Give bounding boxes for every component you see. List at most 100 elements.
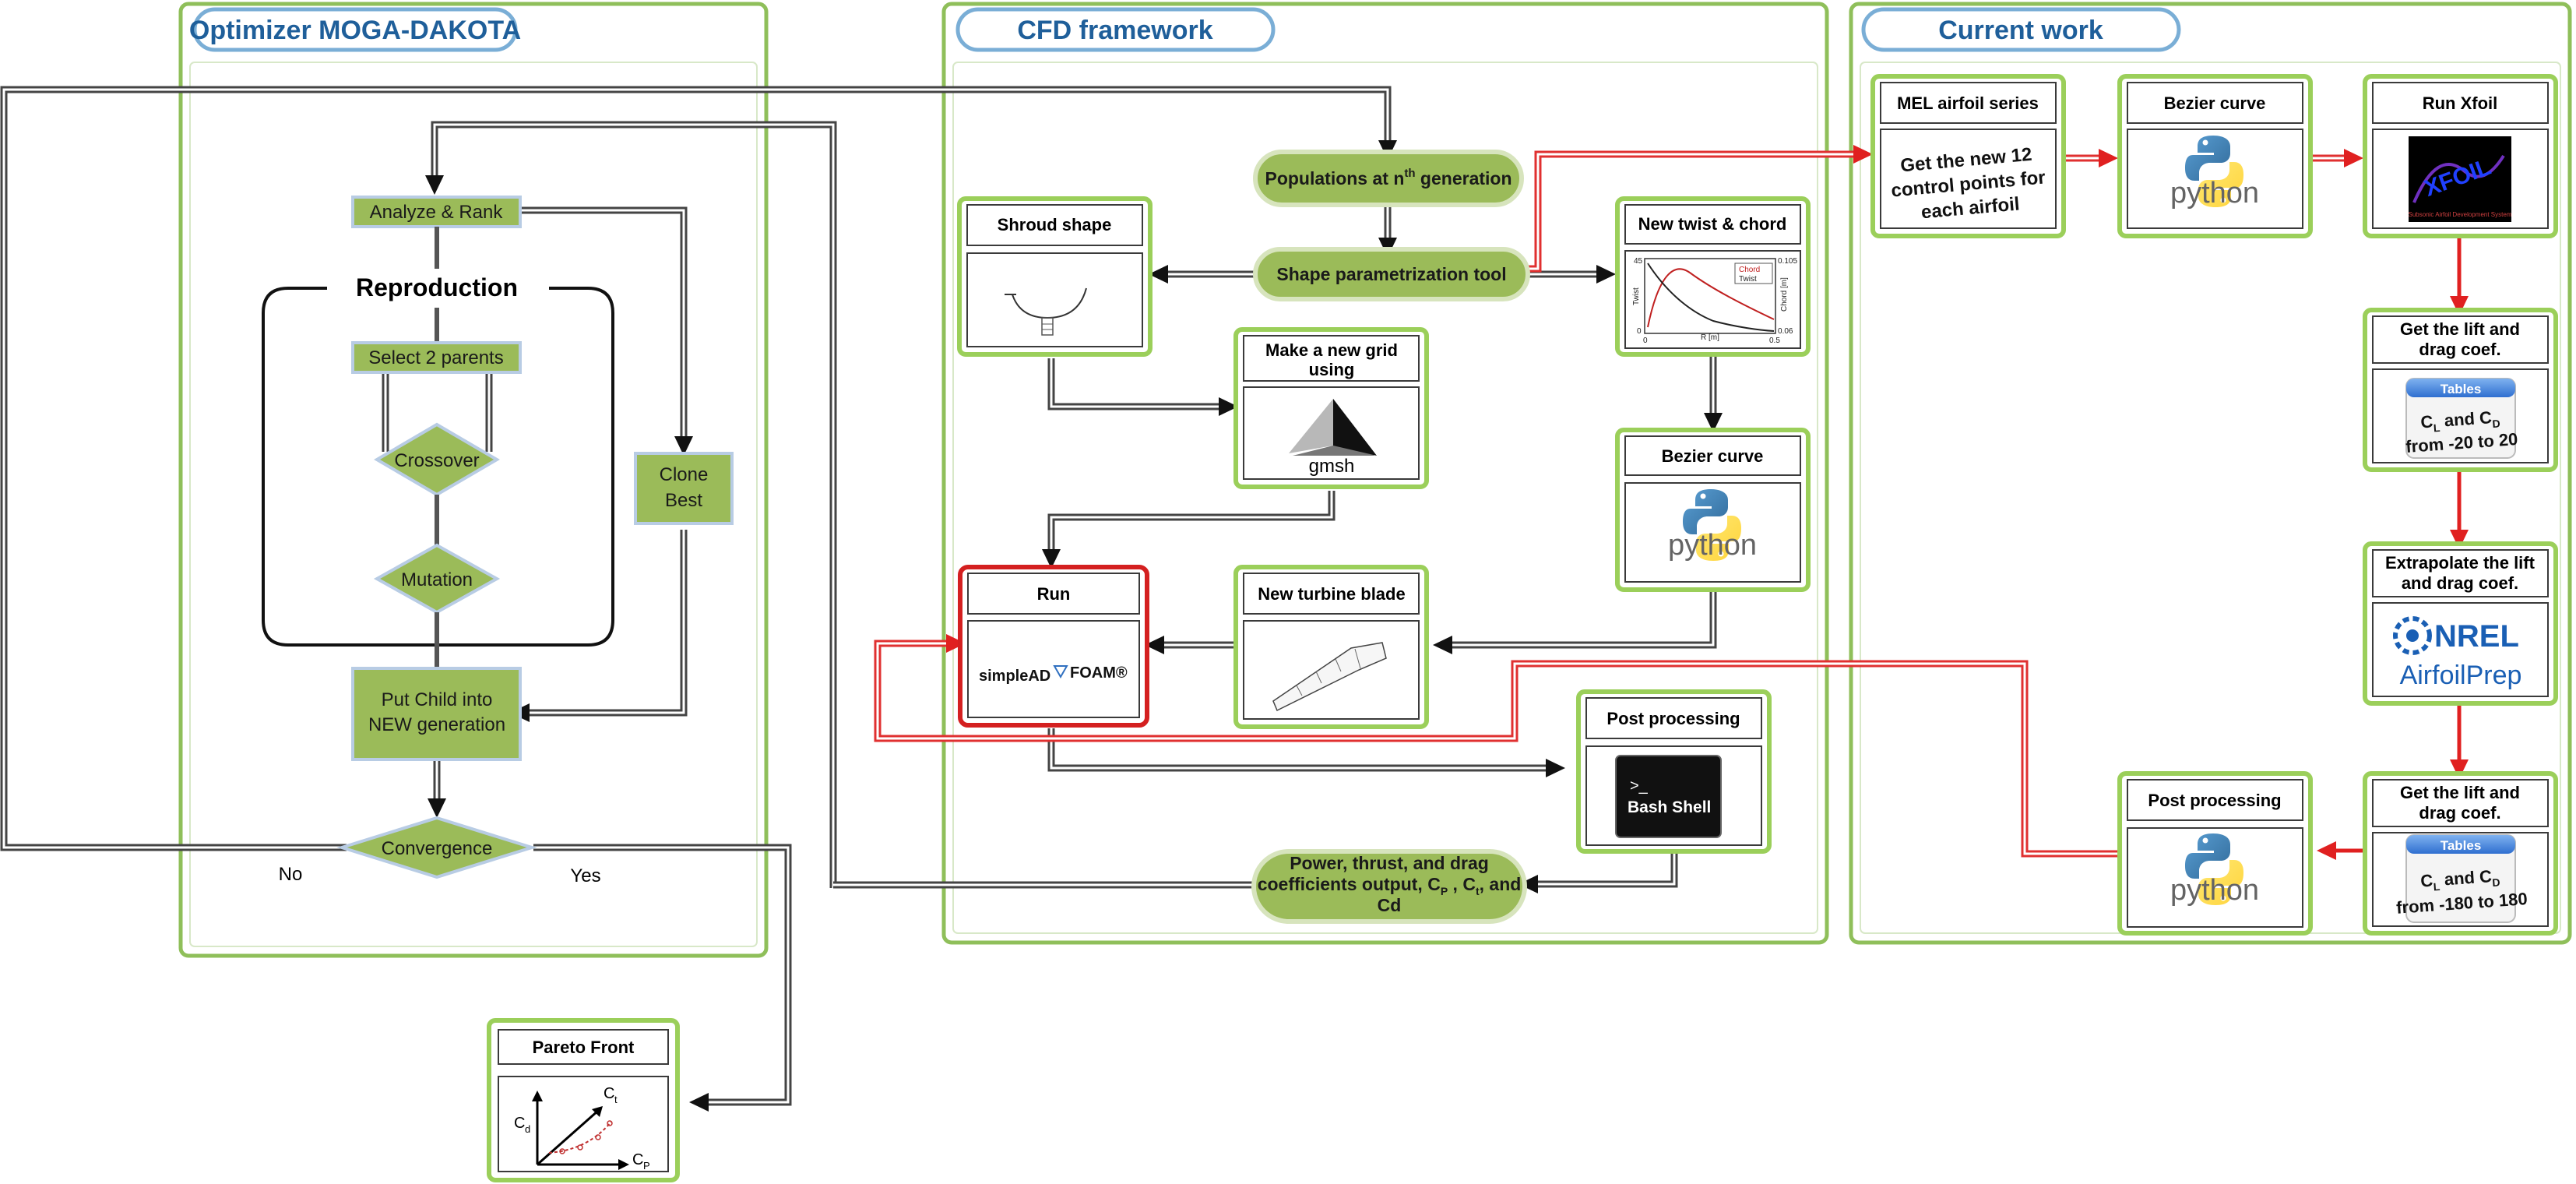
twist-chord-chart: Chord Twist 45 0 0.105 0.06 0 0.5 R [m] … [1632,257,1797,345]
xfoil-caption: Subsonic Airfoil Development System [2409,211,2512,218]
select-parents-label: Select 2 parents [368,347,503,368]
twist-xlabel: R [m] [1701,333,1719,342]
post-processing-card-current: Post processing python [2117,771,2313,936]
panel-title-current: Current work [1938,16,2103,45]
pareto-front-card: Pareto Front C d C P C t [487,1018,680,1182]
outputs-line-2a: coefficients output, C [1258,874,1441,894]
tables-icon: Tables CL and CD from -180 to 180 [2395,834,2528,923]
extrapolate-card: Extrapolate the lift and drag coef. NREL… [2363,541,2558,706]
post-processing-title-current: Post processing [2148,791,2281,810]
foam-logo-text: FOAM® [1070,664,1128,682]
outputs-sub-p: P [1441,885,1448,897]
mutation-label: Mutation [401,569,473,590]
run-card: Run simpleAD FOAM® [958,565,1149,728]
clone-best-label-2: Best [665,490,702,511]
turbine-blade-title: New turbine blade [1258,584,1405,604]
twist-ylabel-left: Twist [1632,287,1641,305]
shroud-shape-card: Shroud shape [957,196,1153,357]
lift1-title-1: Get the lift and [2400,319,2520,339]
extrap-title-1: Extrapolate the lift [2385,553,2536,573]
put-child-label-1: Put Child into [382,689,493,710]
mel-airfoil-card: MEL airfoil series Get the new 12 contro… [1870,74,2066,238]
make-grid-title-2: using [1309,360,1355,379]
make-grid-title-1: Make a new grid [1265,340,1398,360]
shape-tool-label: Shape parametrization tool [1276,264,1506,284]
analyze-rank-label: Analyze & Rank [370,202,504,223]
populations-tail: generation [1416,168,1512,189]
connectors-black [0,86,1717,1106]
reproduction-group: Reproduction [262,227,614,647]
clone-best-label-1: Clone [660,464,709,485]
post-processing-card-cfd: Post processing >_ Bash Shell [1576,689,1772,854]
pareto-plot: C d C P C t [514,1085,650,1172]
gmsh-label: gmsh [1309,456,1355,477]
convergence-label: Convergence [382,838,493,859]
crossover-label: Crossover [394,450,479,471]
connector-arrowheads [425,140,1723,1112]
simplead-logo-text: simpleAD [979,668,1050,685]
analyze-rank-node: Analyze & Rank [351,196,522,228]
put-child-node: Put Child into NEW generation [351,667,522,761]
svg-text:coefficients output, CP , Ct,: coefficients output, CP , Ct, and [1258,874,1522,897]
lift1-cd-sub: D [2492,417,2500,430]
select-parents-node: Select 2 parents [351,341,522,374]
pareto-axis-x-sub: P [643,1160,650,1172]
bash-shell-icon: >_ Bash Shell [1615,755,1722,838]
svg-text:Populations at nth generation: Populations at nth generation [1265,167,1511,189]
twist-ytick-top: 45 [1634,257,1643,266]
lift2-cd-sub: D [2492,876,2500,889]
no-label: No [279,864,303,885]
bezier-card-current: Bezier curve python [2117,74,2313,238]
lift2-title-1: Get the lift and [2400,783,2520,802]
xfoil-title: Run Xfoil [2423,93,2498,113]
populations-node: Populations at nth generation [1253,150,1524,207]
panel-title-optimizer: Optimizer MOGA-DAKOTA [189,16,521,45]
lift1-title-2: drag coef. [2419,340,2500,359]
convergence-node: Convergence [336,816,537,879]
lift-drag-card-2: Get the lift and drag coef. Tables CL an… [2363,771,2558,936]
chord-ytick-top: 0.105 [1778,257,1797,266]
twist-chord-title: New twist & chord [1638,214,1787,234]
gmsh-card: Make a new grid using gmsh [1233,327,1429,489]
lift1-cl: C [2420,411,2434,432]
foam-nabla-icon [1053,665,1068,679]
crossover-node: Crossover [374,422,500,497]
extrap-title-2: and drag coef. [2402,573,2518,593]
outputs-tail: , and [1480,874,1522,894]
chord-ytick-bottom: 0.06 [1778,327,1793,336]
lift2-and-cd: and C [2439,866,2493,890]
clone-best-node: Clone Best [634,452,734,525]
put-child-label-2: NEW generation [368,714,505,735]
pareto-axis-y-sub: d [525,1123,530,1135]
pareto-axis-diag: C [604,1085,614,1102]
twist-ylabel-right: Chord [m] [1780,277,1789,312]
shroud-shape-title: Shroud shape [998,215,1112,234]
nrel-logo-icon: NREL [2393,616,2519,655]
outputs-node: Power, thrust, and drag coefficients out… [1251,849,1527,924]
populations-sup: th [1404,167,1415,180]
populations-label: Populations at n [1265,168,1404,189]
lift2-title-2: drag coef. [2419,803,2500,823]
mel-title: MEL airfoil series [1897,93,2039,113]
lift-drag-card-1: Get the lift and drag coef. Tables CL an… [2363,308,2558,472]
bezier-title-cfd: Bezier curve [1662,446,1764,466]
twist-ytick-bottom: 0 [1637,327,1642,336]
twist-legend-chord: Chord [1739,266,1760,274]
turbine-blade-card: New turbine blade [1233,565,1429,729]
post-processing-title-cfd: Post processing [1606,709,1740,728]
shroud-icon [1005,287,1087,336]
twist-chord-card: New twist & chord Chord Twist 45 0 0.105… [1615,196,1811,357]
shape-tool-node: Shape parametrization tool [1253,247,1530,301]
airfoilprep-label: AirfoilPrep [2400,661,2522,690]
nrel-label: NREL [2434,619,2519,654]
bash-label: Bash Shell [1628,798,1711,816]
pareto-title: Pareto Front [533,1038,635,1057]
outputs-sub-t: t [1476,885,1480,897]
outputs-line-3: Cd [1378,895,1402,915]
run-title: Run [1037,584,1071,604]
run-xfoil-card: Run Xfoil XFOIL Subsonic Airfoil Develop… [2363,74,2558,238]
twist-xtick-right: 0.5 [1769,337,1780,345]
lift1-cl-sub: L [2433,421,2441,435]
pareto-axis-diag-sub: t [614,1094,618,1105]
